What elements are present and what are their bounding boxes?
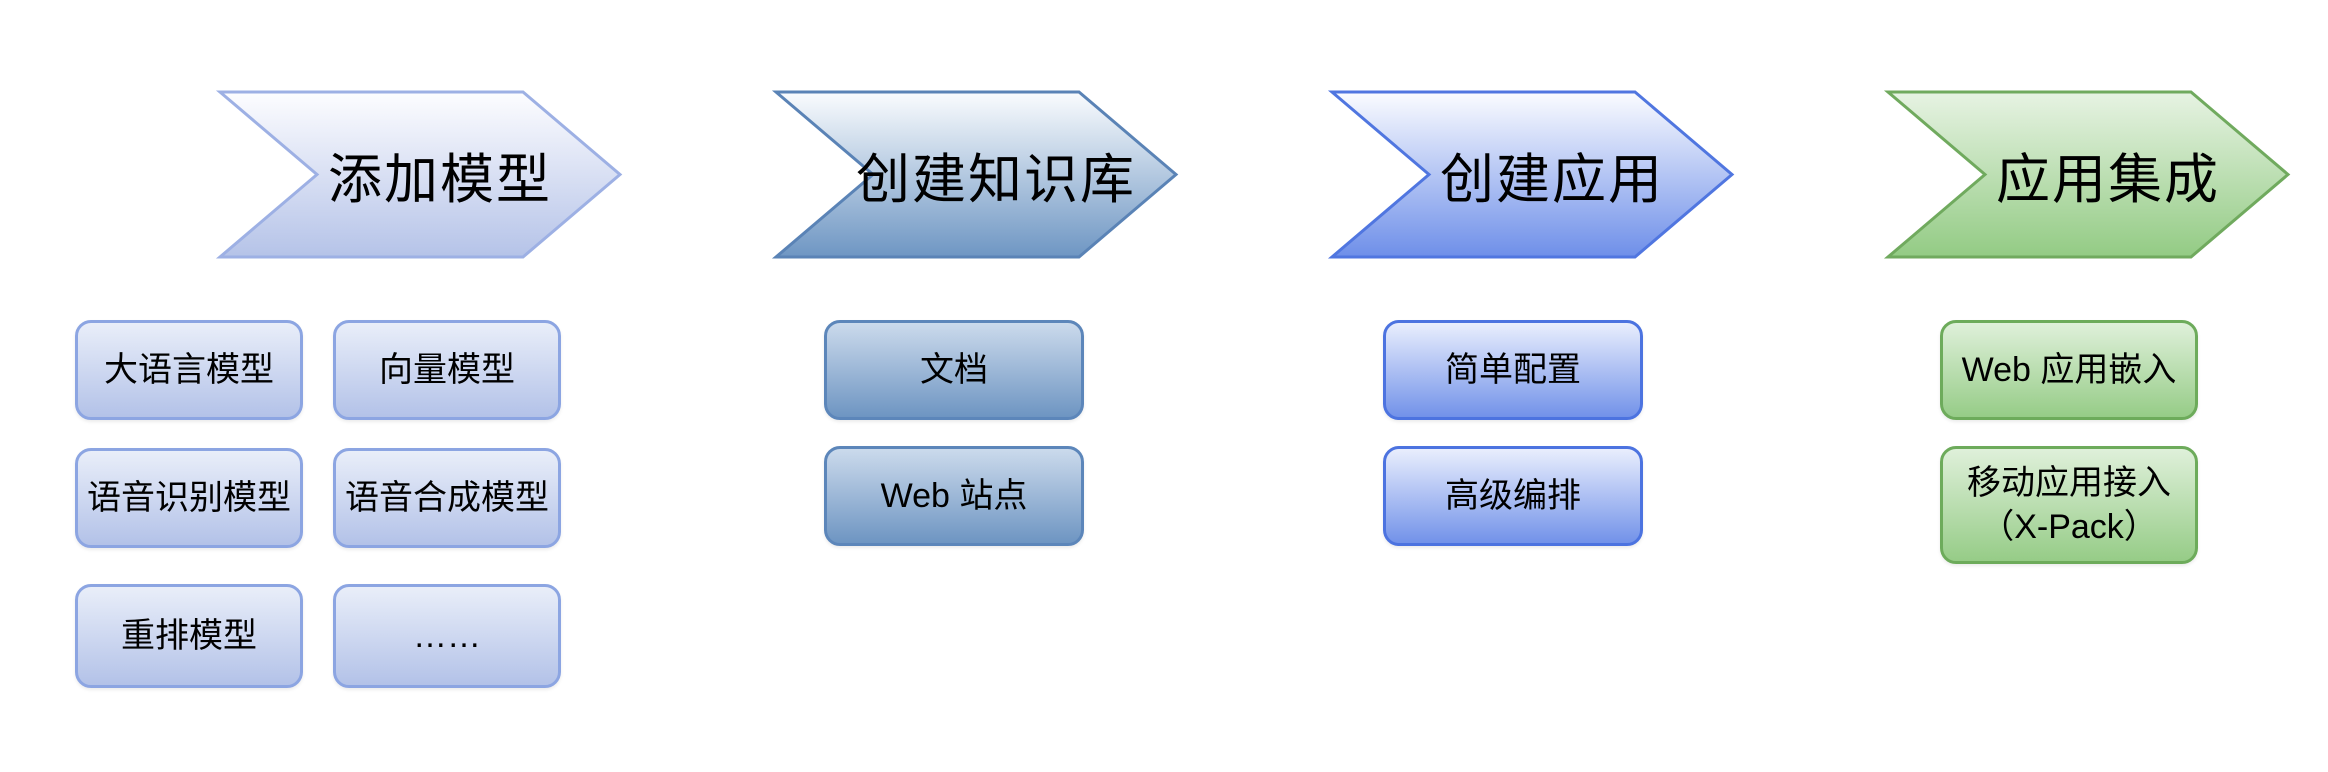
chevron-arrow-icon (771, 90, 1179, 259)
item-speech-synthesis-model: 语音合成模型 (333, 448, 561, 548)
stage-arrow-create-knowledge-base: 创建知识库 (771, 90, 1179, 259)
stage-title: 创建知识库 (856, 150, 1136, 210)
stage-title: 应用集成 (1996, 150, 2220, 210)
item-advanced-orchestration: 高级编排 (1383, 446, 1643, 546)
item-web-site: Web 站点 (824, 446, 1084, 546)
stage-title: 创建应用 (1440, 150, 1664, 210)
item-web-app-embed: Web 应用嵌入 (1940, 320, 2198, 420)
item-speech-recognition-model: 语音识别模型 (75, 448, 303, 548)
item-mobile-app-xpack: 移动应用接入 （X-Pack） (1940, 446, 2198, 564)
chevron-arrow-icon (1883, 90, 2291, 259)
item-simple-config: 简单配置 (1383, 320, 1643, 420)
stage-title: 添加模型 (328, 150, 552, 210)
stage-arrow-create-app: 创建应用 (1327, 90, 1735, 259)
item-rerank-model: 重排模型 (75, 584, 303, 688)
item-document: 文档 (824, 320, 1084, 420)
chevron-arrow-icon (1327, 90, 1735, 259)
item-llm-model: 大语言模型 (75, 320, 303, 420)
stage-arrow-app-integration: 应用集成 (1883, 90, 2291, 259)
stage-arrow-add-model: 添加模型 (215, 90, 623, 259)
item-embedding-model: 向量模型 (333, 320, 561, 420)
chevron-arrow-icon (215, 90, 623, 259)
item-ellipsis: …… (333, 584, 561, 688)
